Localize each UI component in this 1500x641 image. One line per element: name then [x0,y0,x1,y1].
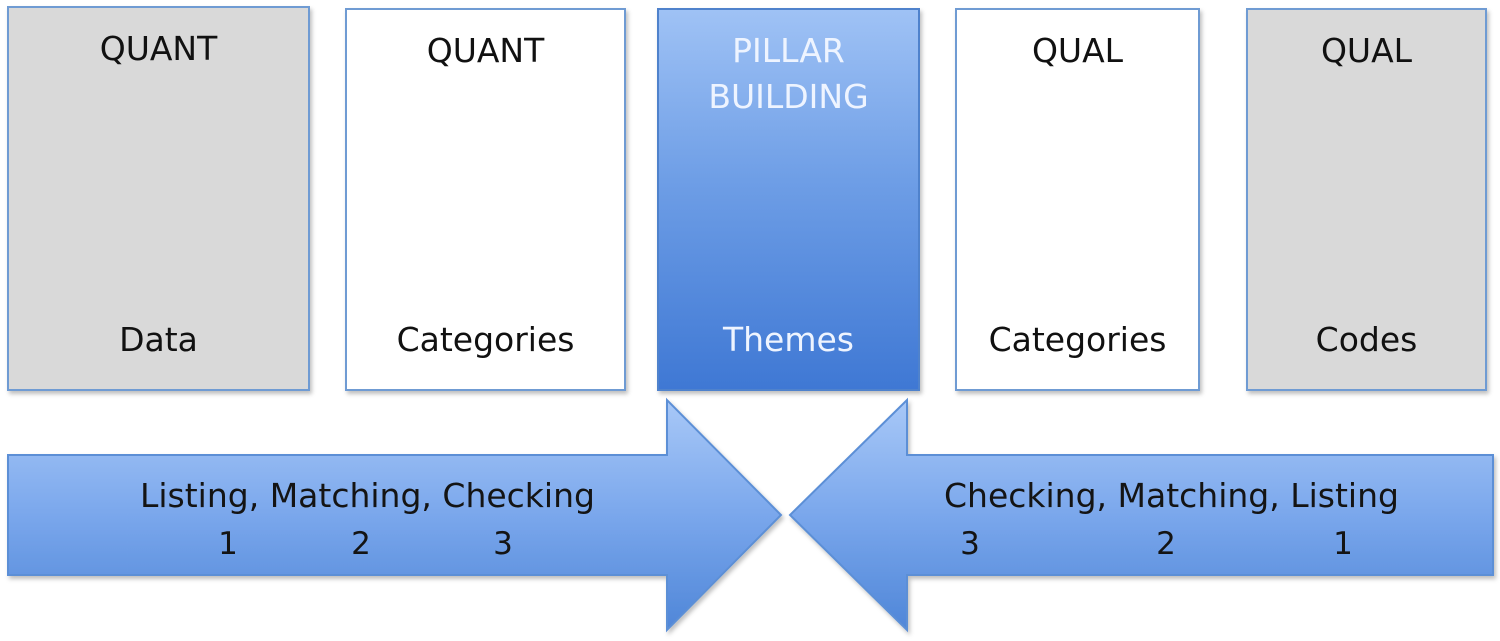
box-heading: QUAL [1031,31,1124,70]
box-heading: QUAL [1320,31,1413,70]
box-caption: Codes [1315,320,1418,359]
quant-categories-box: QUANT Categories [345,8,626,391]
right-arrow-step-1: 1 [1333,526,1353,562]
box-caption: Themes [722,320,855,359]
box-caption: Categories [396,320,575,359]
left-arrow-step-1: 1 [218,526,238,562]
right-arrow-label: Checking, Matching, Listing [944,476,1399,515]
box-heading: PILLAR BUILDING [708,31,869,116]
box-caption: Categories [988,320,1167,359]
qual-categories-box: QUAL Categories [955,8,1200,391]
box-heading: QUANT [99,29,218,68]
left-arrow [7,397,783,633]
pillar-building-box: PILLAR BUILDING Themes [657,8,920,391]
right-arrow-step-3: 3 [960,526,980,562]
left-arrow-label: Listing, Matching, Checking [140,476,595,515]
quant-data-box: QUANT Data [7,6,310,391]
right-arrow-step-2: 2 [1156,526,1176,562]
right-arrow [788,397,1494,633]
left-arrow-step-2: 2 [351,526,371,562]
qual-codes-box: QUAL Codes [1246,8,1487,391]
box-heading: QUANT [426,31,545,70]
left-arrow-step-3: 3 [493,526,513,562]
box-caption: Data [119,320,198,359]
